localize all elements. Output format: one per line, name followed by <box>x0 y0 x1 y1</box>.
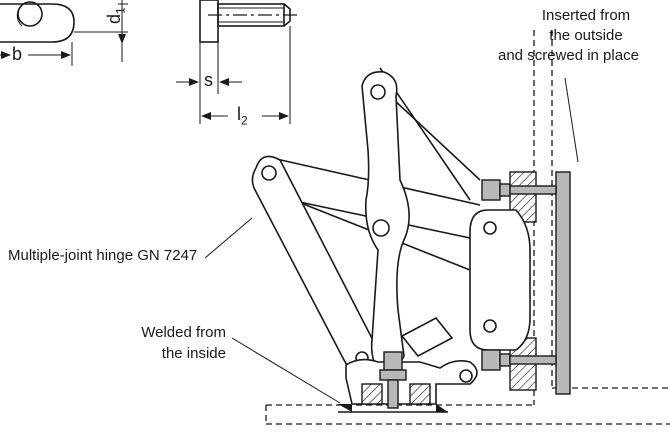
leader-lines <box>204 77 579 404</box>
bolt-detail <box>176 0 300 124</box>
bracket-detail <box>0 0 128 66</box>
dimension-d1: d1 <box>104 7 128 24</box>
mounting-plate <box>555 171 571 395</box>
base-plate <box>338 351 478 413</box>
label-multiple-joint-hinge: Multiple-joint hinge GN 7247 <box>8 247 198 264</box>
dimension-b: b <box>12 44 23 64</box>
clamp-block <box>469 171 537 391</box>
label-inserted-from: Inserted from <box>541 7 631 24</box>
label-the-inside: the inside <box>161 345 226 362</box>
label-the-outside: the outside <box>549 27 623 44</box>
dimension-s: s <box>204 70 213 90</box>
label-welded-from: Welded from <box>141 324 226 341</box>
dimension-l2: l2 <box>237 104 248 128</box>
mounting-bolts <box>481 179 557 371</box>
label-screwed-in-place: and screwed in place <box>498 47 639 64</box>
hinge-linkage <box>251 67 481 373</box>
